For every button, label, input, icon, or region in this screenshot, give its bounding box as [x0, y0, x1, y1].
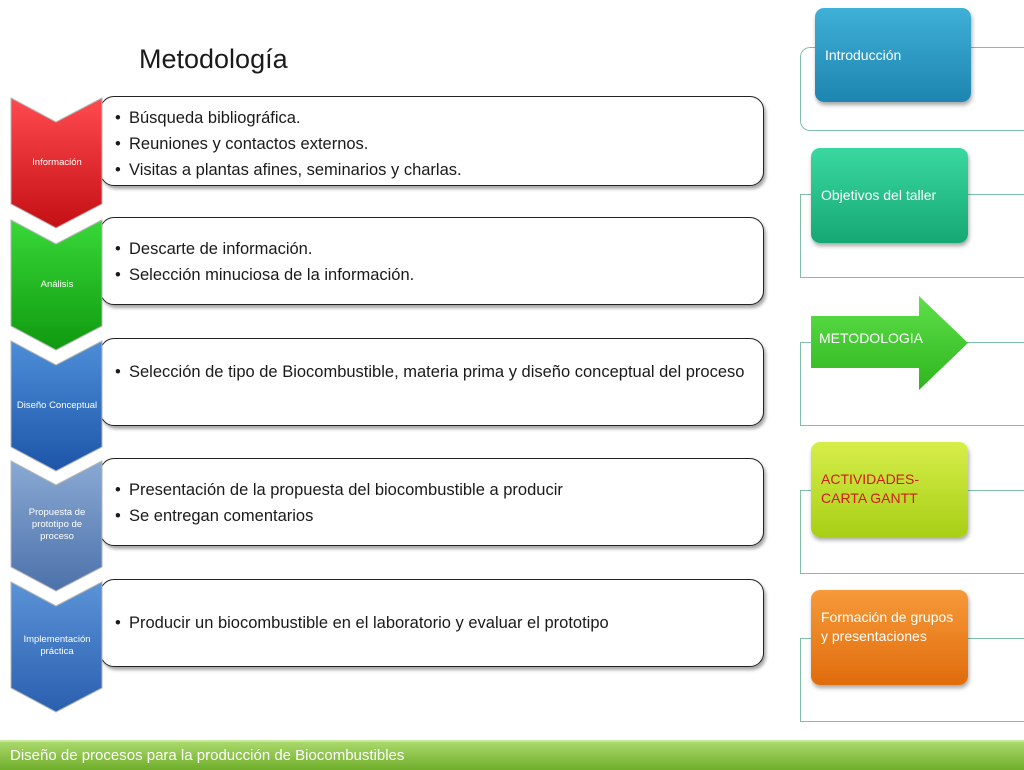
process-step-implementacion: Producir un biocombustible en el laborat… — [8, 579, 768, 667]
chevron-label: Análisis — [40, 279, 74, 290]
chevron-diseno-conceptual: Diseño Conceptual — [8, 339, 106, 473]
chevron-shape — [10, 219, 103, 351]
nav-item-objetivos[interactable]: Objetivos del taller — [811, 148, 968, 243]
chevron-shape — [10, 460, 103, 592]
chevron-label: Propuesta de prototipo de proceso — [28, 507, 86, 542]
step-content-box: Producir un biocombustible en el laborat… — [100, 579, 764, 667]
nav-item-metodologia[interactable]: METODOLOGIA — [811, 294, 971, 392]
bullet-item: Reuniones y contactos externos. — [115, 133, 749, 155]
process-step-analisis: Descarte de información. Selección minuc… — [8, 217, 768, 305]
chevron-informacion: Información — [8, 96, 106, 230]
page-title: Metodología — [139, 44, 288, 74]
nav-item-introduccion[interactable]: Introducción — [815, 8, 971, 102]
nav-item-formacion[interactable]: Formación de grupos y presentaciones — [811, 590, 968, 685]
bullet-item: Visitas a plantas afines, seminarios y c… — [115, 159, 749, 181]
process-step-informacion: Búsqueda bibliográfica. Reuniones y cont… — [8, 96, 768, 186]
step-content-box: Selección de tipo de Biocombustible, mat… — [100, 338, 764, 426]
bullet-item: Se entregan comentarios — [115, 505, 749, 527]
bullet-item: Selección minuciosa de la información. — [115, 264, 749, 286]
arrow-right-icon — [811, 296, 968, 390]
chevron-label: Información — [32, 157, 82, 168]
chevron-shape — [10, 97, 103, 229]
bullet-item: Descarte de información. — [115, 238, 749, 260]
bullet-item: Producir un biocombustible en el laborat… — [115, 612, 749, 634]
nav-item-label: METODOLOGIA — [819, 330, 923, 346]
chevron-label: Diseño Conceptual — [16, 400, 98, 411]
step-content-box: Descarte de información. Selección minuc… — [100, 217, 764, 305]
process-step-diseno-conceptual: Selección de tipo de Biocombustible, mat… — [8, 338, 768, 426]
chevron-shape — [10, 581, 103, 713]
step-content-box: Presentación de la propuesta del biocomb… — [100, 458, 764, 546]
bullet-item: Presentación de la propuesta del biocomb… — [115, 479, 749, 501]
chevron-implementacion: Implementación práctica — [8, 580, 106, 714]
chevron-analisis: Análisis — [8, 218, 106, 352]
chevron-shape — [10, 340, 103, 472]
footer-bar: Diseño de procesos para la producción de… — [0, 740, 1024, 770]
chevron-label: Implementación práctica — [23, 634, 91, 657]
bullet-item: Búsqueda bibliográfica. — [115, 107, 749, 129]
bullet-item: Selección de tipo de Biocombustible, mat… — [115, 361, 749, 383]
step-content-box: Búsqueda bibliográfica. Reuniones y cont… — [100, 96, 764, 186]
process-step-propuesta: Presentación de la propuesta del biocomb… — [8, 458, 768, 546]
footer-text: Diseño de procesos para la producción de… — [10, 747, 405, 764]
nav-item-actividades[interactable]: ACTIVIDADES-CARTA GANTT — [811, 442, 968, 537]
chevron-propuesta: Propuesta de prototipo de proceso — [8, 459, 106, 593]
